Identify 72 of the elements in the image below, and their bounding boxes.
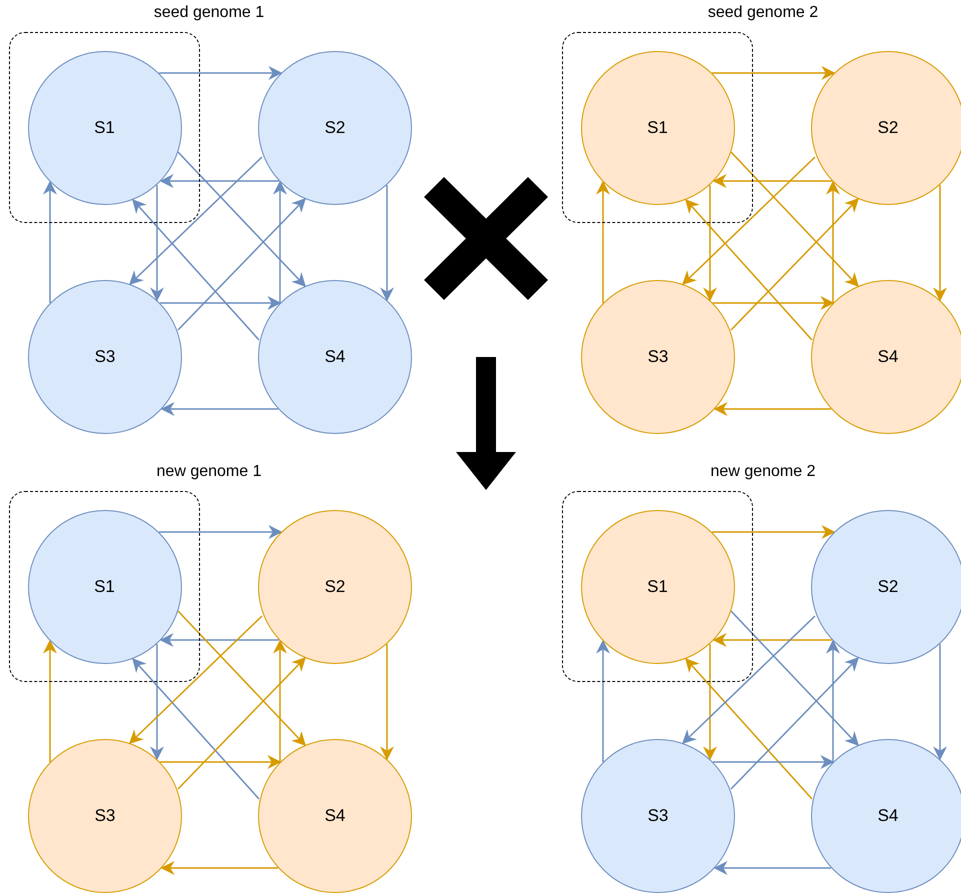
arrow: [380, 185, 394, 302]
dashed-frame: [562, 32, 753, 223]
state-label: S1: [647, 118, 668, 138]
arrow: [132, 198, 260, 340]
arrow: [712, 174, 832, 188]
arrow: [132, 658, 260, 800]
arrow: [714, 861, 831, 875]
arrow: [177, 657, 306, 790]
arrow: [177, 198, 306, 331]
state-label: S3: [94, 347, 116, 367]
arrow: [713, 755, 834, 769]
arrow: [703, 185, 717, 302]
arrow: [713, 296, 834, 310]
panel-title: seed genome 2: [708, 4, 818, 22]
arrow: [712, 66, 836, 80]
arrow: [685, 658, 813, 800]
arrow: [43, 180, 57, 303]
arrow: [177, 151, 306, 288]
arrow: [159, 525, 282, 539]
arrow: [273, 640, 287, 762]
dashed-frame: [562, 491, 753, 682]
arrow: [160, 755, 282, 769]
arrow: [730, 198, 859, 331]
arrow: [160, 174, 279, 188]
state-label: S2: [324, 118, 346, 138]
state-label: S3: [648, 347, 668, 367]
arrow: [380, 644, 394, 760]
arrow: [159, 66, 282, 80]
arrow: [160, 633, 279, 647]
arrow: [160, 296, 282, 310]
arrow: [826, 640, 840, 762]
state-label: S4: [878, 347, 898, 367]
panel-title: new genome 2: [710, 463, 816, 481]
arrow: [933, 185, 947, 302]
state-label: S2: [324, 577, 346, 597]
state-label: S2: [878, 118, 898, 138]
arrow: [703, 644, 717, 760]
arrow: [160, 402, 278, 416]
state-label: S3: [94, 806, 116, 826]
arrow: [160, 861, 278, 875]
state-label: S4: [324, 347, 346, 367]
state-label: S1: [94, 118, 115, 138]
panel-title: seed genome 1: [154, 4, 264, 22]
arrow: [150, 185, 164, 302]
arrow: [826, 180, 840, 303]
arrow: [730, 610, 859, 746]
arrow: [712, 633, 832, 647]
arrow: [129, 156, 263, 285]
arrow: [730, 657, 859, 790]
arrow: [150, 644, 164, 760]
arrow: [682, 615, 816, 744]
arrow: [685, 198, 813, 340]
arrow: [596, 640, 610, 762]
state-label: S4: [878, 806, 898, 826]
dashed-frame: [9, 32, 200, 223]
arrow: [712, 525, 836, 539]
arrow: [273, 180, 287, 303]
state-label: S3: [648, 806, 668, 826]
arrow: [129, 615, 263, 744]
state-label: S1: [647, 576, 668, 596]
state-label: S2: [878, 577, 898, 597]
arrow: [682, 156, 816, 285]
dashed-frame: [9, 491, 200, 682]
arrow: [596, 180, 610, 303]
state-label: S1: [94, 576, 115, 596]
panel-title: new genome 1: [156, 463, 262, 481]
arrow: [730, 151, 859, 288]
arrow: [43, 640, 57, 762]
arrow: [714, 402, 831, 416]
arrow: [933, 644, 947, 760]
arrow: [177, 610, 306, 746]
state-label: S4: [324, 806, 346, 826]
